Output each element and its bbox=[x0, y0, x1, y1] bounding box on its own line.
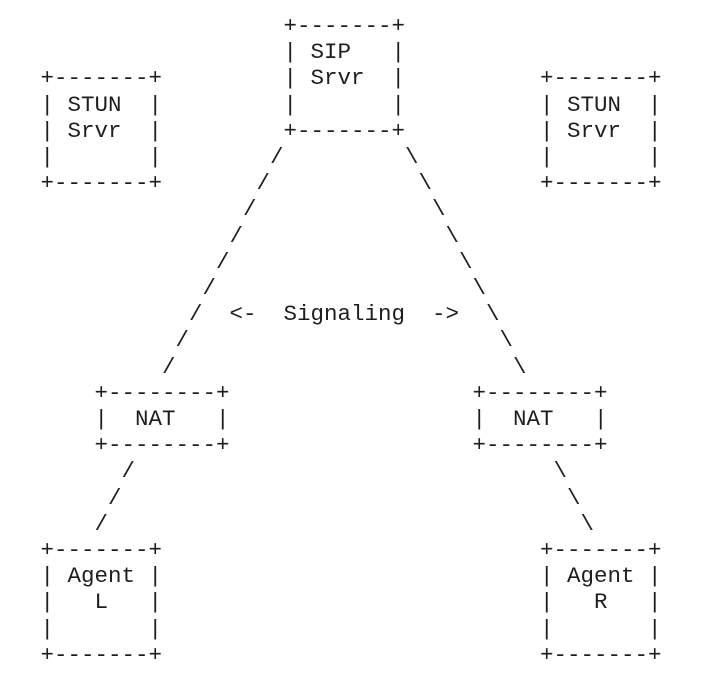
nat-left-box: +--------+ | NAT | +--------+ bbox=[94, 379, 230, 459]
sip-to-nat-left-connector: / / / / / / / / / bbox=[162, 144, 284, 380]
stun-server-left-box: +-------+ | STUN | | Srvr | | | +-------… bbox=[40, 65, 163, 197]
agent-r-box: +-------+ | Agent | | R | | | +-------+ bbox=[540, 537, 662, 668]
sip-server-box: +-------+ | SIP | | Srvr | | | +-------+ bbox=[283, 13, 406, 144]
signaling-label: <- Signaling -> bbox=[229, 301, 460, 328]
agent-l-box: +-------+ | Agent | | L | | | +-------+ bbox=[40, 537, 163, 668]
sip-to-nat-right-connector: \ \ \ \ \ \ \ \ \ bbox=[405, 144, 527, 380]
nat-to-agent-left-connector: / / / bbox=[94, 458, 136, 537]
stun-server-right-box: +-------+ | STUN | | Srvr | | | +-------… bbox=[540, 65, 662, 197]
nat-right-box: +--------+ | NAT | +--------+ bbox=[472, 379, 608, 459]
nat-to-agent-right-connector: \ \ \ bbox=[553, 458, 595, 537]
